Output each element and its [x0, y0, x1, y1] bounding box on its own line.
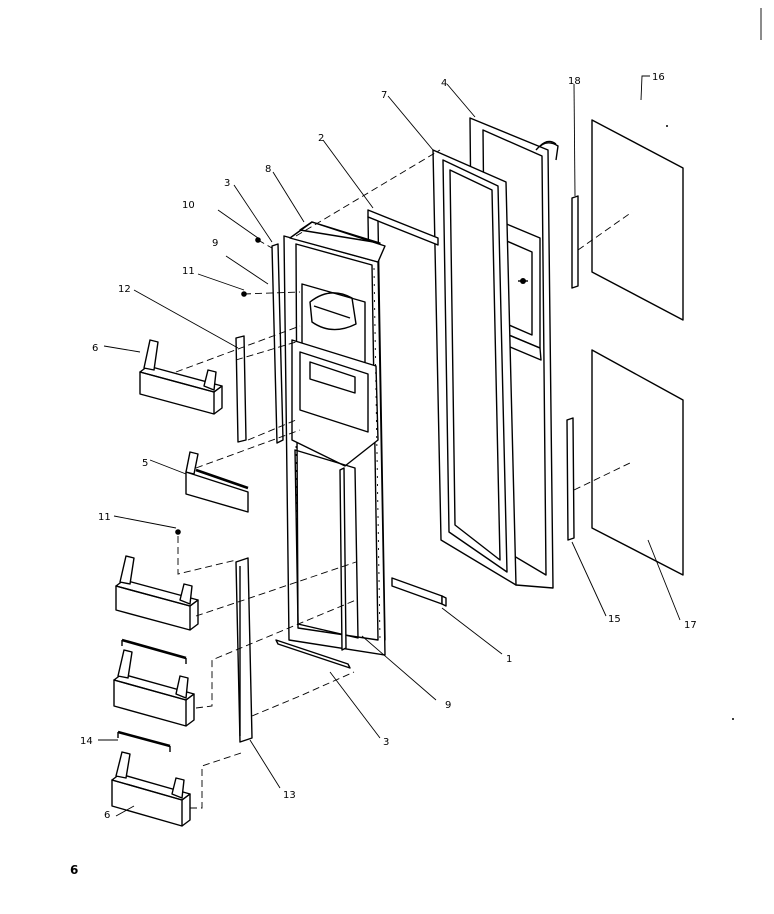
callout-6a: 6 [92, 343, 98, 354]
bottom-trim [275, 639, 351, 669]
callout-1: 1 [506, 654, 512, 665]
callout-8: 8 [265, 164, 271, 175]
callout-17: 17 [684, 620, 697, 631]
callout-10: 10 [182, 200, 195, 211]
door-bin-top [139, 339, 223, 415]
left-trim-strip [271, 243, 284, 444]
callout-2: 2 [318, 133, 324, 144]
page-number: 6 [70, 863, 78, 877]
callout-3b: 3 [383, 737, 389, 748]
callout-18: 18 [568, 76, 581, 87]
right-trim-upper [571, 195, 579, 289]
lower-rail [235, 557, 253, 743]
callout-15: 15 [608, 614, 621, 625]
right-trim-lower [566, 417, 575, 541]
callout-7: 7 [381, 90, 387, 101]
door-bin-mid-1 [115, 555, 199, 631]
callout-11b: 11 [98, 512, 111, 523]
upper-rail [235, 335, 247, 443]
door-bin-bottom [111, 730, 191, 827]
callout-9b: 9 [445, 700, 451, 711]
door-bin-5 [185, 451, 249, 513]
callout-13: 13 [283, 790, 296, 801]
callout-9a: 9 [212, 238, 218, 249]
callout-11a: 11 [182, 266, 195, 277]
callout-14: 14 [80, 736, 93, 747]
callout-12: 12 [118, 284, 131, 295]
door-gasket [432, 149, 517, 586]
lower-panel [591, 349, 684, 576]
callout-3a: 3 [224, 178, 230, 189]
callout-4: 4 [441, 78, 447, 89]
bottom-filler [391, 577, 447, 607]
callout-6b: 6 [104, 810, 110, 821]
door-bin-mid-2 [113, 638, 195, 727]
callout-16: 16 [652, 72, 665, 83]
callout-5: 5 [142, 458, 148, 469]
inner-door-liner [283, 221, 386, 656]
upper-panel [591, 119, 684, 321]
